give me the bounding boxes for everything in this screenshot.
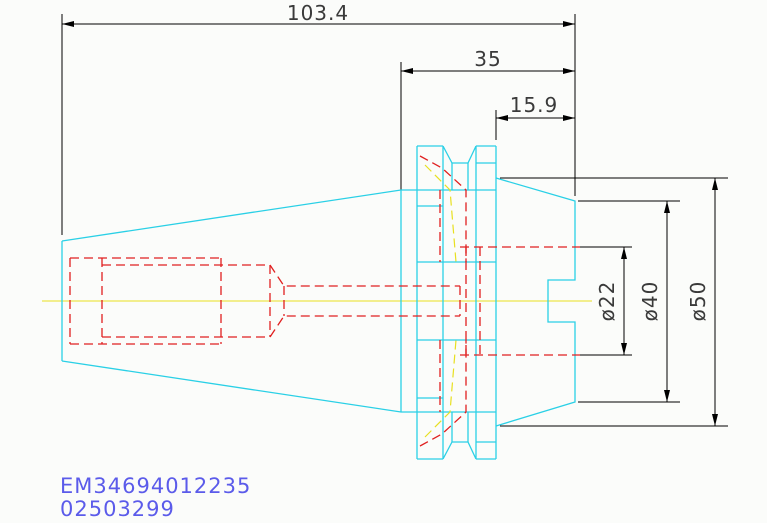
dimension-label-collar-length: 15.9 [510, 93, 559, 117]
hidden-lines-coolant [424, 164, 457, 438]
dimension-label-diameter-outer: ø50 [686, 281, 710, 322]
dimension-diameter-mid: ø40 [638, 201, 670, 402]
dimension-label-diameter-mid: ø40 [638, 281, 662, 322]
hidden-lines-bore [69, 155, 580, 447]
dimension-diameter-bore: ø22 [595, 247, 627, 355]
diameter-extension-lines [500, 177, 728, 427]
dimension-flange-length: 35 [400, 47, 575, 190]
serial-number-label: 02503299 [60, 497, 175, 521]
dimension-overall-length: 103.4 [61, 1, 576, 235]
tool-holder-outline [61, 145, 576, 460]
dimension-label-diameter-bore: ø22 [595, 281, 619, 322]
dimension-diameter-outer: ø50 [686, 178, 718, 426]
dimension-label-overall-length: 103.4 [287, 1, 349, 25]
dimension-label-flange-length: 35 [474, 47, 501, 71]
dimension-collar-length: 15.9 [495, 93, 575, 140]
part-number-label: EM34694012235 [60, 474, 252, 498]
